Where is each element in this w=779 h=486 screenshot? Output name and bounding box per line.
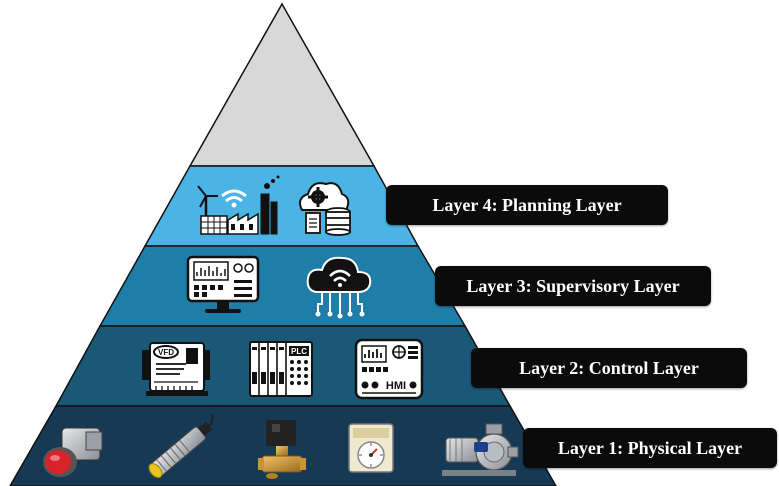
pyramid-apex	[188, 2, 376, 167]
centrifugal-pump-icon	[442, 423, 519, 476]
vfd-drive-icon: VFD	[142, 342, 210, 396]
plc-badge: PLC	[291, 347, 307, 356]
solenoid-valve-icon	[258, 420, 306, 479]
layer-4-band	[143, 165, 420, 247]
timer-relay-icon	[348, 423, 394, 473]
cloud-gear-database-icon	[299, 182, 351, 236]
layer-3-label: Layer 3: Supervisory Layer	[435, 266, 711, 306]
hmi-badge: HMI	[386, 380, 406, 392]
layer-3-band	[98, 245, 467, 327]
vfd-badge: VFD	[158, 348, 174, 357]
layer-2-label: Layer 2: Control Layer	[471, 348, 747, 388]
plc-rack-icon: PLC	[249, 341, 313, 397]
hmi-panel-icon: HMI	[354, 338, 424, 400]
proximity-sensor-icon	[148, 413, 214, 478]
wind-turbine-wifi-factory-icon	[197, 175, 280, 235]
layer-4-label: Layer 4: Planning Layer	[386, 185, 668, 225]
monitor-dashboard-icon	[186, 255, 260, 313]
cloud-wifi-network-icon	[306, 256, 372, 319]
layer-1-label: Layer 1: Physical Layer	[523, 428, 777, 468]
push-button-icon	[43, 427, 103, 477]
